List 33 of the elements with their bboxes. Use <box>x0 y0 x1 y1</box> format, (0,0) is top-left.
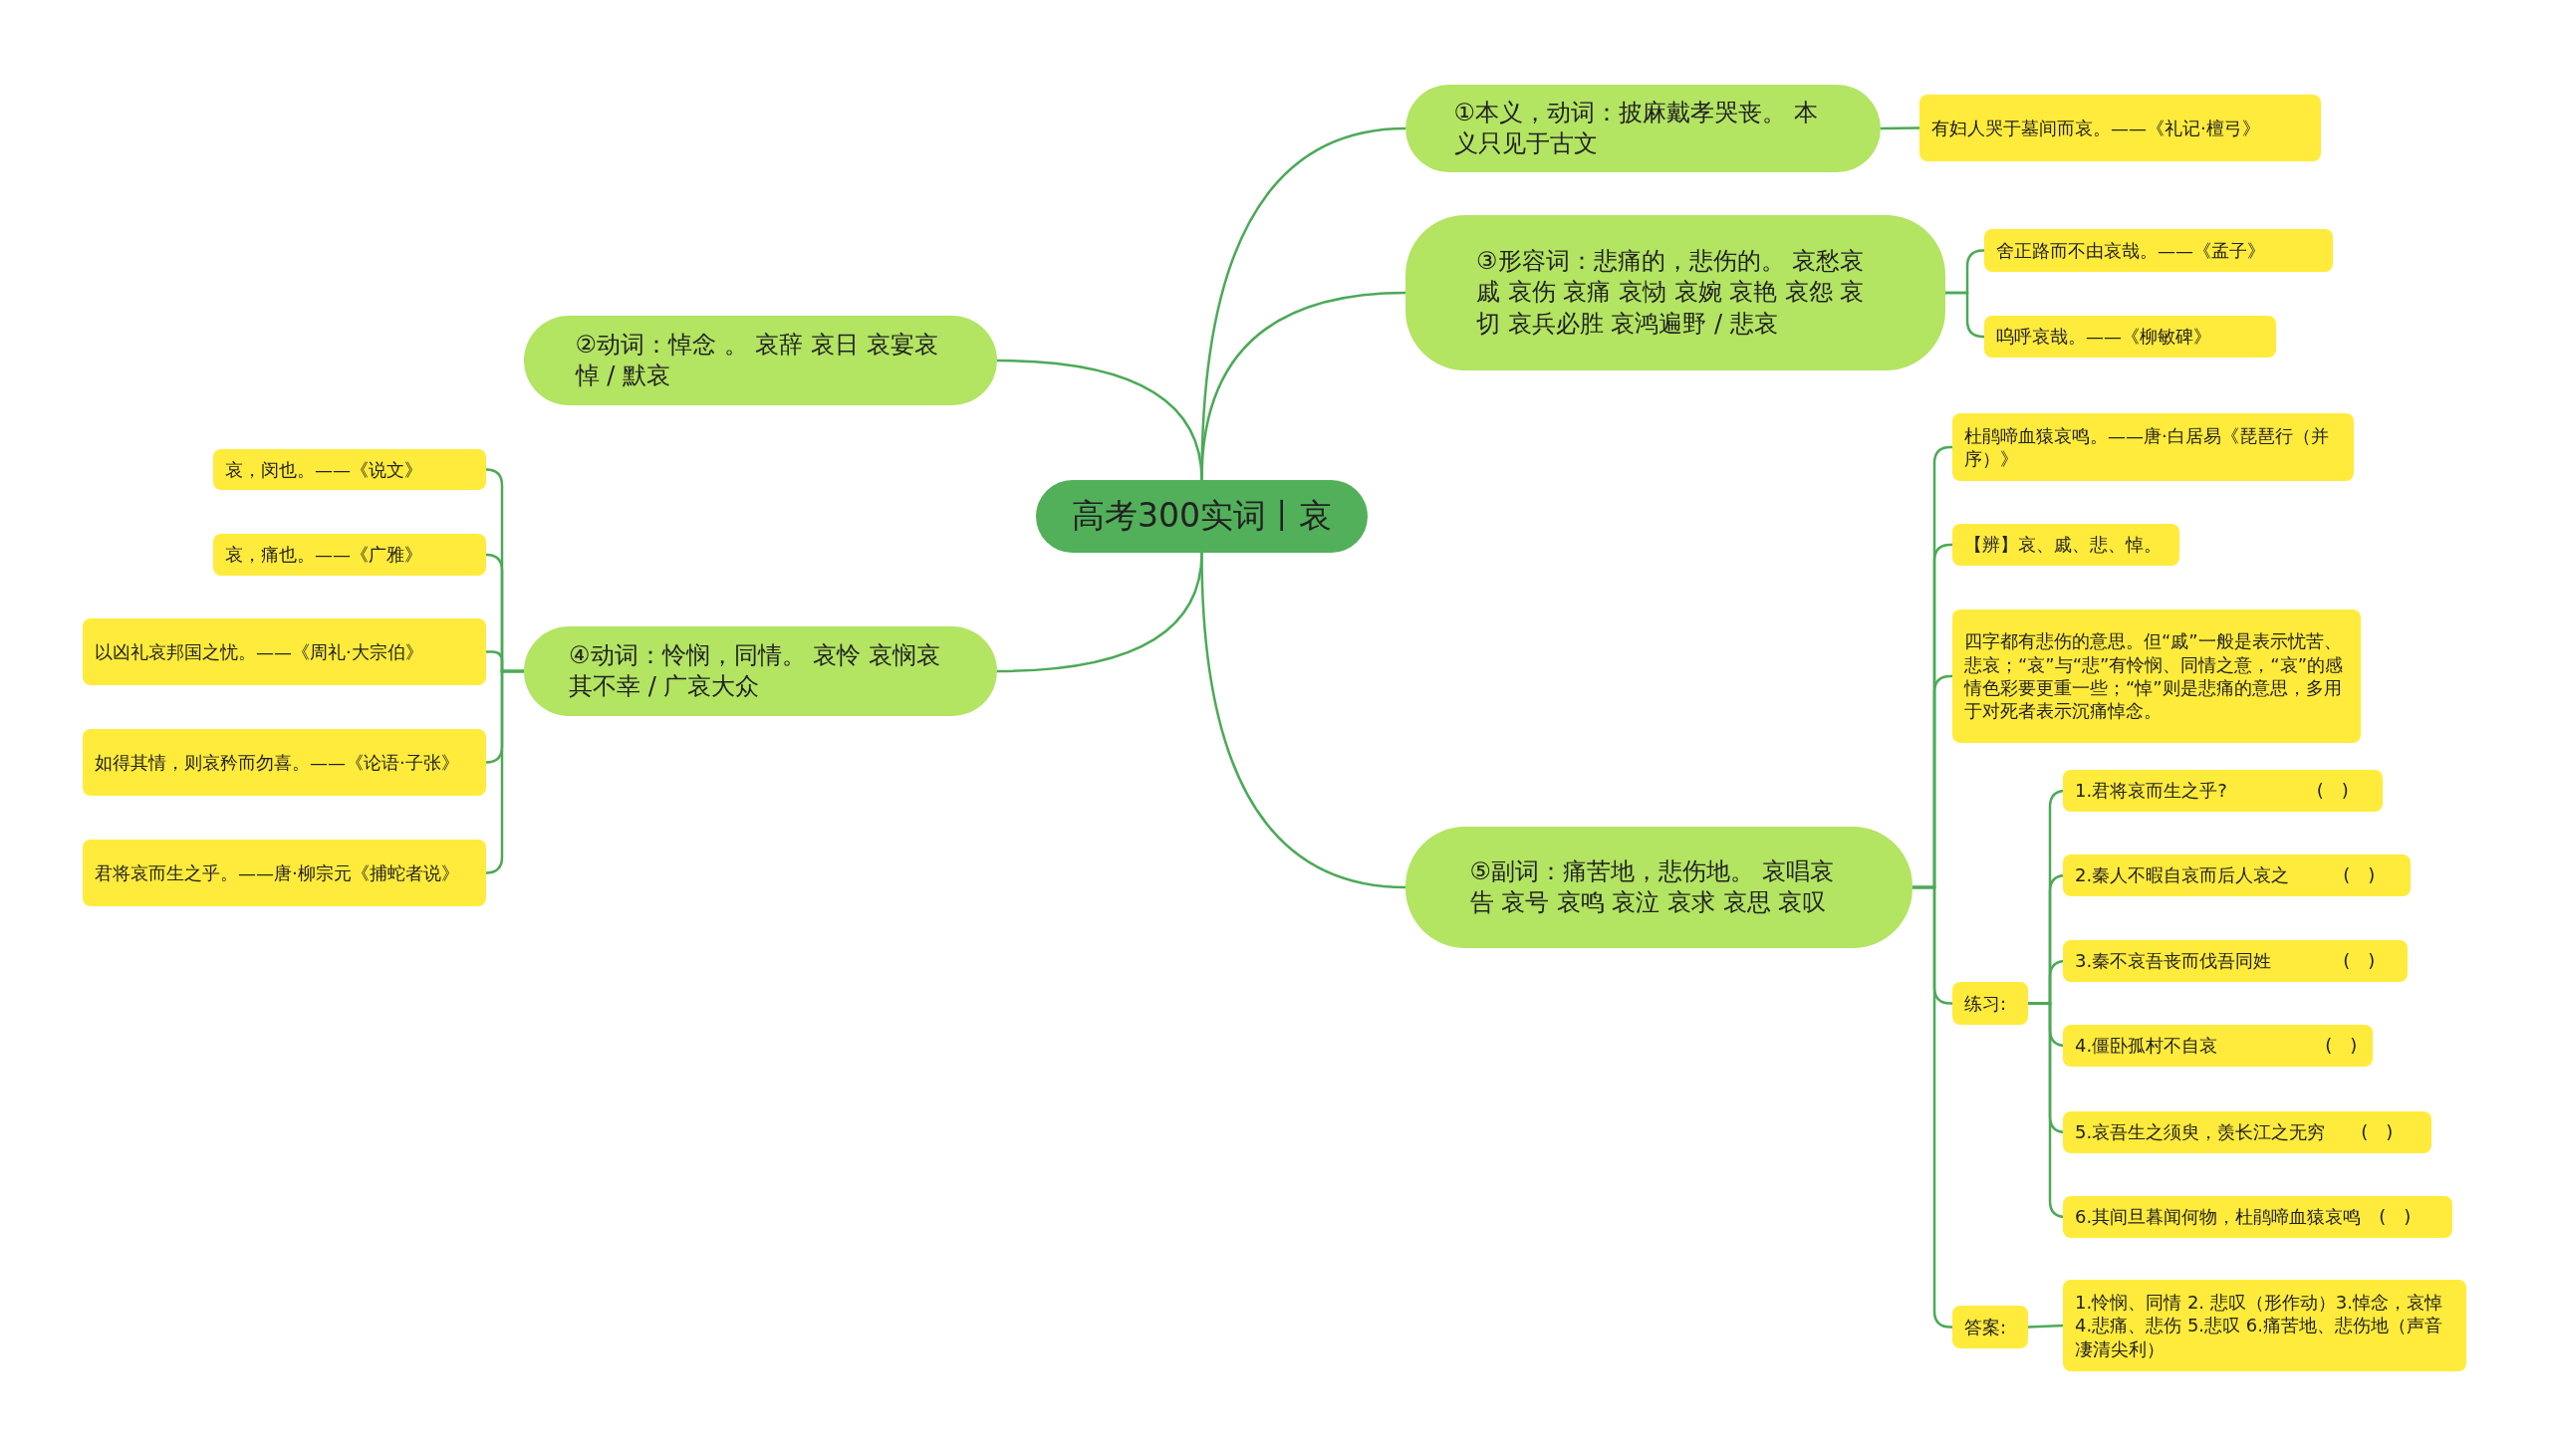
note-card: 以凶礼哀邦国之忧。——《周礼·大宗伯》 <box>83 618 486 685</box>
note-card: 4.僵卧孤村不自哀 ( ) <box>2063 1025 2373 1067</box>
note-card: 6.其间旦暮闻何物，杜鹃啼血猿哀鸣 ( ) <box>2063 1196 2452 1238</box>
connector-line <box>1945 291 1985 339</box>
connector-line <box>484 669 524 874</box>
note-card: 答案: <box>1952 1306 2028 1348</box>
note-card: 哀，闵也。——《说文》 <box>213 449 486 490</box>
note-card: 2.秦人不暇自哀而后人哀之 ( ) <box>2063 854 2411 896</box>
note-card: 练习: <box>1952 982 2028 1025</box>
note-card: 杜鹃啼血猿哀鸣。——唐·白居易《琵琶行（并序）》 <box>1952 413 2354 481</box>
note-card: 5.哀吾生之须臾，羡长江之无穷 ( ) <box>2063 1111 2431 1153</box>
note-card: 四字都有悲伤的意思。但“戚”一般是表示忧苦、悲哀；“哀”与“悲”有怜悯、同情之意，“哀”的感情色彩要更重一些；“悼”则是悲痛的意思，多用于对死者表示沉痛悼念。 <box>1952 609 2361 743</box>
note-card: 舍正路而不由哀哉。——《孟子》 <box>1984 229 2333 272</box>
note-card: 哀，痛也。——《广雅》 <box>213 534 486 576</box>
note-card: 君将哀而生之乎。——唐·柳宗元《捕蛇者说》 <box>83 840 486 906</box>
note-card: 1.君将哀而生之乎? ( ) <box>2063 770 2383 812</box>
topic-bubble: ③形容词：悲痛的，悲伤的。 哀愁哀戚 哀伤 哀痛 哀恸 哀婉 哀艳 哀怨 哀切 哀兵必胜 哀鸿遍野 / 悲哀 <box>1405 215 1945 370</box>
connector-line <box>996 552 1203 673</box>
connector-line <box>1881 126 1919 130</box>
note-card: 呜呼哀哉。——《柳敏碑》 <box>1984 316 2276 358</box>
connector-line <box>1912 885 1953 1329</box>
topic-bubble: ④动词：怜悯，同情。 哀怜 哀悯哀其不幸 / 广哀大众 <box>524 626 997 716</box>
note-card: 如得其情，则哀矜而勿喜。——《论语·子张》 <box>83 729 486 796</box>
note-card: 3.秦不哀吾丧而伐吾同姓 ( ) <box>2063 940 2408 982</box>
note-card: 1.怜悯、同情 2. 悲叹（形作动）3.悼念，哀悼 4.悲痛、悲伤 5.悲叹 6.痛苦地、悲伤地（声音凄清尖利） <box>2063 1280 2466 1371</box>
connector-line <box>996 359 1203 481</box>
topic-bubble: ②动词：悼念 。 哀辞 哀日 哀宴哀悼 / 默哀 <box>524 316 997 405</box>
topic-bubble: ⑤副词：痛苦地，悲伤地。 哀唱哀告 哀号 哀鸣 哀泣 哀求 哀思 哀叹 <box>1405 827 1912 948</box>
note-card: 【辨】哀、戚、悲、悼。 <box>1952 524 2179 566</box>
topic-bubble: ①本义，动词：披麻戴孝哭丧。 本义只见于古文 <box>1405 85 1881 172</box>
central-topic: 高考300实词丨哀 <box>1036 480 1368 553</box>
note-card: 有妇人哭于墓间而哀。——《礼记·檀弓》 <box>1919 95 2321 161</box>
connector-line <box>2027 1324 2064 1329</box>
